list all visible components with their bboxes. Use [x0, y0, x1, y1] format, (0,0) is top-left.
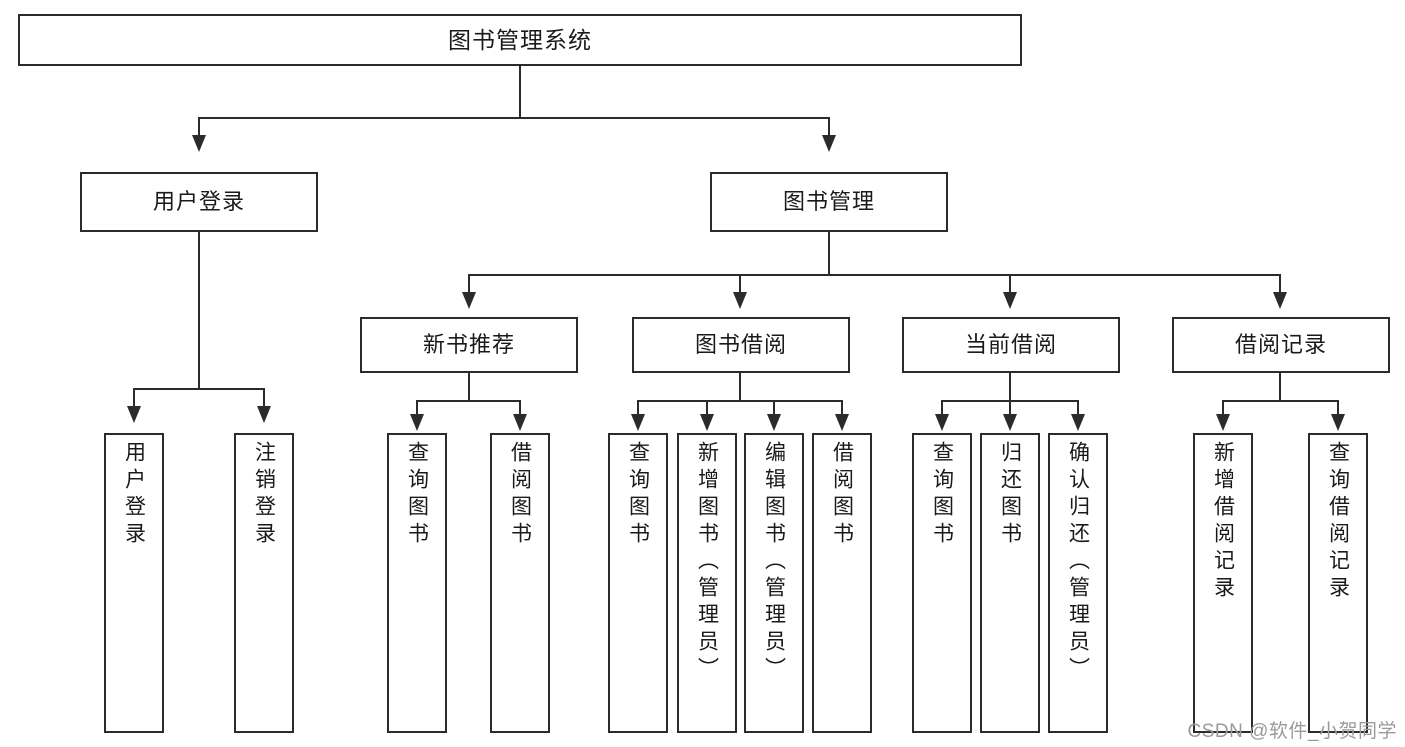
node-label: 用户登录 [152, 189, 245, 215]
connector-current-stem [1009, 373, 1011, 401]
node-label: 注销登录 [252, 441, 276, 549]
node-new-book-recommend[interactable]: 新书推荐 [360, 317, 578, 373]
node-label: 借阅记录 [1234, 332, 1327, 358]
connector-recommend-leg-2 [519, 400, 521, 415]
leaf-query-borrow-record[interactable]: 查询借阅记录 [1308, 433, 1368, 733]
node-label: 查询图书 [930, 441, 954, 549]
node-label: 查询借阅记录 [1326, 441, 1350, 603]
connector-bookmanage-leg-2 [739, 274, 741, 294]
arrow-to-leaf-query-book-3 [935, 414, 949, 431]
connector-borrow-leg-3 [773, 400, 775, 415]
connector-bookmanage-leg-1 [468, 274, 470, 294]
arrow-to-leaf-borrow-book-1 [513, 414, 527, 431]
connector-borrow-stem [739, 373, 741, 401]
leaf-query-book-borrow[interactable]: 查询图书 [608, 433, 668, 733]
node-label: 新增借阅记录 [1211, 441, 1235, 603]
arrow-to-book-borrow [733, 292, 747, 309]
node-label: 图书管理 [782, 189, 875, 215]
connector-root-bar [198, 117, 830, 119]
connector-borrow-leg-4 [841, 400, 843, 415]
connector-root-leg-1 [198, 117, 200, 137]
connector-record-stem [1279, 373, 1281, 401]
node-label: 用户登录 [122, 441, 146, 549]
arrow-to-new-book-recommend [462, 292, 476, 309]
node-label: 查询图书 [405, 441, 429, 549]
arrow-to-leaf-borrow-book-2 [835, 414, 849, 431]
arrow-to-leaf-user-login [127, 406, 141, 423]
node-label: 当前借阅 [964, 332, 1057, 358]
leaf-query-book-recommend[interactable]: 查询图书 [387, 433, 447, 733]
connector-userlogin-leg-1 [133, 388, 135, 408]
connector-current-leg-3 [1077, 400, 1079, 415]
connector-borrow-leg-2 [706, 400, 708, 415]
arrow-to-leaf-logout [257, 406, 271, 423]
leaf-confirm-return-admin[interactable]: 确认归还（管理员） [1048, 433, 1108, 733]
arrow-to-leaf-query-record [1331, 414, 1345, 431]
connector-bookmanage-stem [828, 232, 830, 275]
connector-record-leg-2 [1337, 400, 1339, 415]
node-label: 新增图书（管理员） [695, 441, 719, 684]
connector-bookmanage-leg-3 [1009, 274, 1011, 294]
connector-userlogin-leg-2 [263, 388, 265, 408]
arrow-to-leaf-edit-book [767, 414, 781, 431]
arrow-to-borrow-record [1273, 292, 1287, 309]
node-label: 确认归还（管理员） [1066, 441, 1090, 684]
node-user-login[interactable]: 用户登录 [80, 172, 318, 232]
arrow-to-current-borrow [1003, 292, 1017, 309]
connector-root-leg-2 [828, 117, 830, 137]
connector-current-leg-2 [1009, 400, 1011, 415]
connector-bookmanage-leg-4 [1279, 274, 1281, 294]
connector-recommend-bar [416, 400, 521, 402]
arrow-to-book-manage [822, 135, 836, 152]
node-current-borrow[interactable]: 当前借阅 [902, 317, 1120, 373]
connector-record-bar [1222, 400, 1339, 402]
node-label: 图书管理系统 [448, 26, 592, 53]
connector-current-leg-1 [941, 400, 943, 415]
node-label: 图书借阅 [694, 332, 787, 358]
arrow-to-user-login [192, 135, 206, 152]
leaf-add-borrow-record[interactable]: 新增借阅记录 [1193, 433, 1253, 733]
leaf-logout[interactable]: 注销登录 [234, 433, 294, 733]
leaf-borrow-book[interactable]: 借阅图书 [812, 433, 872, 733]
leaf-edit-book-admin[interactable]: 编辑图书（管理员） [744, 433, 804, 733]
node-label: 借阅图书 [830, 441, 854, 549]
node-book-management[interactable]: 图书管理 [710, 172, 948, 232]
connector-recommend-leg-1 [416, 400, 418, 415]
connector-recommend-stem [468, 373, 470, 401]
leaf-user-login[interactable]: 用户登录 [104, 433, 164, 733]
node-label: 查询图书 [626, 441, 650, 549]
arrow-to-leaf-confirm-return [1071, 414, 1085, 431]
connector-bookmanage-bar [468, 274, 1280, 276]
leaf-add-book-admin[interactable]: 新增图书（管理员） [677, 433, 737, 733]
leaf-query-book-current[interactable]: 查询图书 [912, 433, 972, 733]
leaf-borrow-book-recommend[interactable]: 借阅图书 [490, 433, 550, 733]
node-label: 编辑图书（管理员） [762, 441, 786, 684]
connector-borrow-leg-1 [637, 400, 639, 415]
connector-record-leg-1 [1222, 400, 1224, 415]
arrow-to-leaf-query-book-2 [631, 414, 645, 431]
node-root-system[interactable]: 图书管理系统 [18, 14, 1022, 66]
connector-borrow-bar [637, 400, 843, 402]
leaf-return-book[interactable]: 归还图书 [980, 433, 1040, 733]
connector-userlogin-bar [133, 388, 265, 390]
node-label: 借阅图书 [508, 441, 532, 549]
connector-root-stem [519, 66, 521, 118]
node-book-borrow[interactable]: 图书借阅 [632, 317, 850, 373]
node-label: 新书推荐 [422, 332, 515, 358]
arrow-to-leaf-add-book [700, 414, 714, 431]
connector-userlogin-stem [198, 232, 200, 389]
node-borrow-record[interactable]: 借阅记录 [1172, 317, 1390, 373]
node-label: 归还图书 [998, 441, 1022, 549]
arrow-to-leaf-add-record [1216, 414, 1230, 431]
arrow-to-leaf-query-book-1 [410, 414, 424, 431]
arrow-to-leaf-return-book [1003, 414, 1017, 431]
